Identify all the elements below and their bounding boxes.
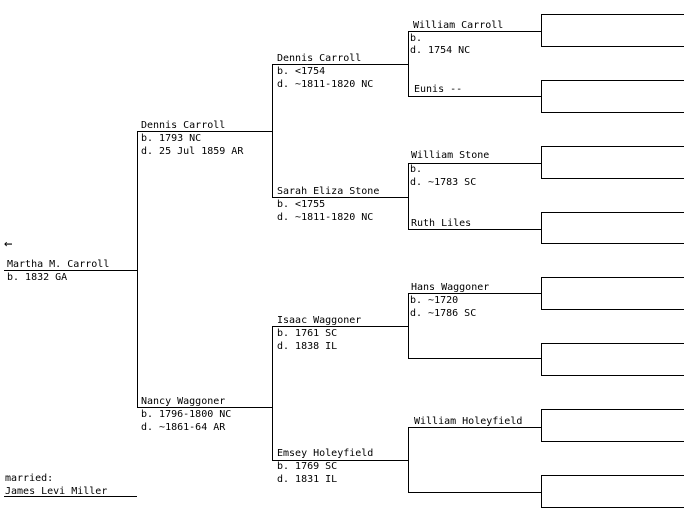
maternal-grandmother-name[interactable]: Emsey Holeyfield: [277, 448, 374, 459]
maternal-grandmother-born: b. 1769 SC: [277, 461, 338, 472]
gg3-name[interactable]: William Stone: [411, 150, 490, 161]
maternal-grandfather-died: d. 1838 IL: [277, 341, 338, 352]
spouse-name[interactable]: James Levi Miller: [5, 486, 108, 497]
gen4-box-3: [541, 146, 684, 179]
gen4-box-7: [541, 409, 684, 442]
father-born: b. 1793 NC: [141, 133, 202, 144]
gg5-died: d. ~1786 SC: [410, 308, 477, 319]
gg2-name[interactable]: Eunis --: [414, 84, 463, 95]
mother-name[interactable]: Nancy Waggoner: [141, 396, 226, 407]
gen4-box-2: [541, 80, 684, 113]
gg3-died: d. ~1783 SC: [410, 177, 477, 188]
gen4-box-1: [541, 14, 684, 47]
gg7-name[interactable]: William Holeyfield: [414, 416, 523, 427]
paternal-grandfather-died: d. ~1811-1820 NC: [277, 79, 374, 90]
gen4-box-8: [541, 475, 684, 508]
gg1-died: d. 1754 NC: [410, 45, 471, 56]
paternal-grandmother-name[interactable]: Sarah Eliza Stone: [277, 186, 380, 197]
gg5-name[interactable]: Hans Waggoner: [411, 282, 490, 293]
paternal-grandfather-born: b. <1754: [277, 66, 326, 77]
paternal-grandfather-name[interactable]: Dennis Carroll: [277, 53, 362, 64]
gg1-born: b.: [410, 33, 423, 44]
gen4-box-5: [541, 277, 684, 310]
gg5-born: b. ~1720: [410, 295, 459, 306]
gg3-born: b.: [410, 164, 423, 175]
gen4-box-6: [541, 343, 684, 376]
gg1-name[interactable]: William Carroll: [413, 20, 504, 31]
father-died: d. 25 Jul 1859 AR: [141, 146, 244, 157]
maternal-grandfather-name[interactable]: Isaac Waggoner: [277, 315, 362, 326]
mother-died: d. ~1861-64 AR: [141, 422, 226, 433]
subject-name[interactable]: Martha M. Carroll: [7, 259, 110, 270]
maternal-grandmother-died: d. 1831 IL: [277, 474, 338, 485]
paternal-grandmother-born: b. <1755: [277, 199, 326, 210]
maternal-grandfather-born: b. 1761 SC: [277, 328, 338, 339]
paternal-grandmother-died: d. ~1811-1820 NC: [277, 212, 374, 223]
mother-born: b. 1796-1800 NC: [141, 409, 232, 420]
father-name[interactable]: Dennis Carroll: [141, 120, 226, 131]
left-arrow-icon[interactable]: ←: [4, 236, 13, 252]
subject-born: b. 1832 GA: [7, 272, 68, 283]
spouse-caption: married:: [5, 473, 54, 484]
gg4-name[interactable]: Ruth Liles: [411, 218, 472, 229]
gen4-box-4: [541, 212, 684, 244]
